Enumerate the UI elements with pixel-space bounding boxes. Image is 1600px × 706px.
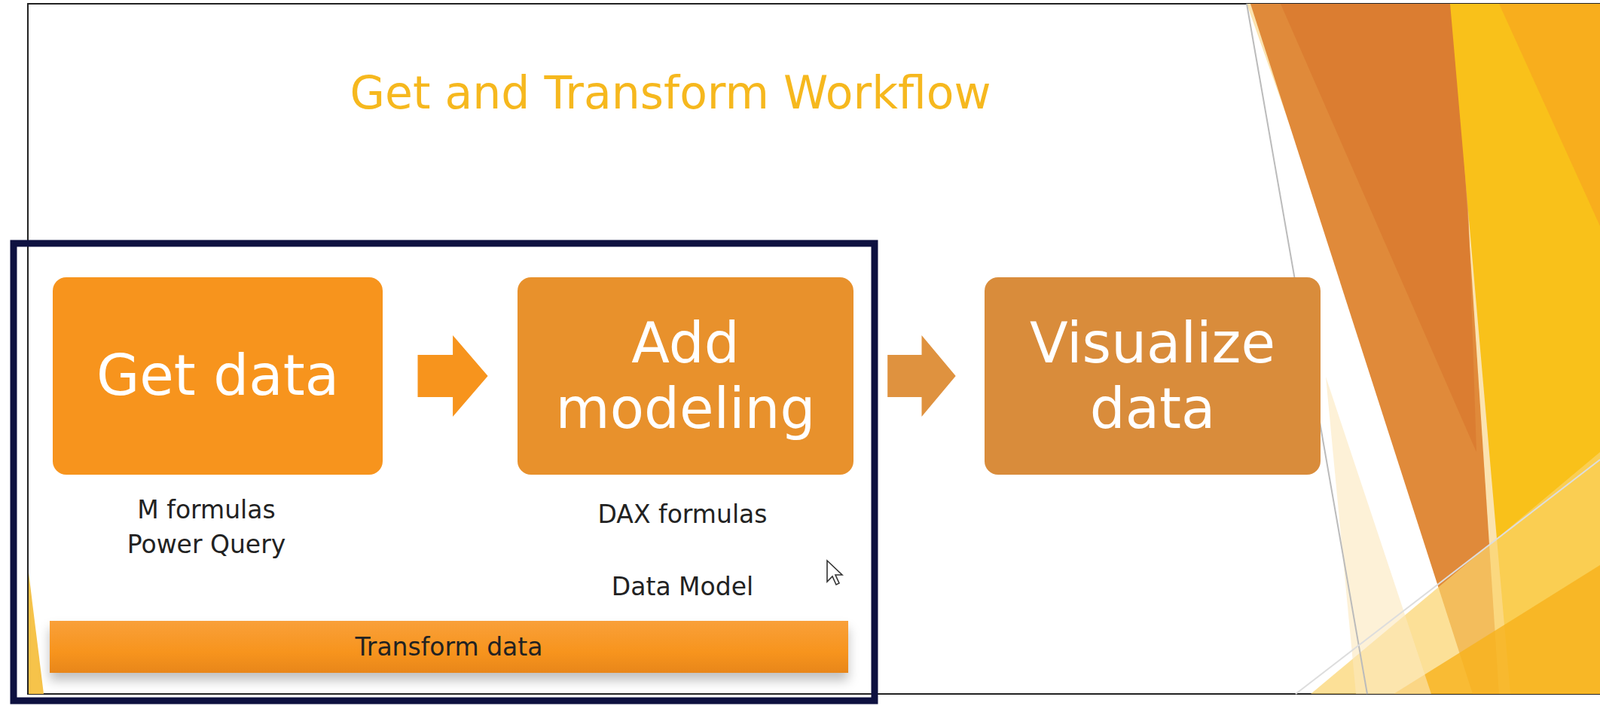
- mouse-cursor: [827, 560, 843, 585]
- node-text: Visualize data: [1002, 310, 1303, 443]
- block-arrow: [887, 335, 956, 417]
- caption-text: DAX formulas: [598, 497, 768, 532]
- node-text: Transform data: [355, 632, 544, 662]
- slide-title: Get and Transform Workflow: [0, 66, 1341, 120]
- process-box: Get data: [52, 277, 383, 475]
- process-box: Add modeling: [517, 277, 854, 475]
- process-box: Visualize data: [984, 277, 1321, 475]
- transform-band: Transform data: [49, 620, 849, 673]
- node-text: Add modeling: [535, 310, 836, 443]
- caption-text: M formulas Power Query: [123, 492, 290, 562]
- node-text: Get data: [96, 342, 339, 409]
- corner-sliver: [28, 572, 44, 694]
- block-arrow: [418, 335, 489, 417]
- caption-text: Data Model: [611, 569, 754, 605]
- highlight-frame: [13, 243, 875, 701]
